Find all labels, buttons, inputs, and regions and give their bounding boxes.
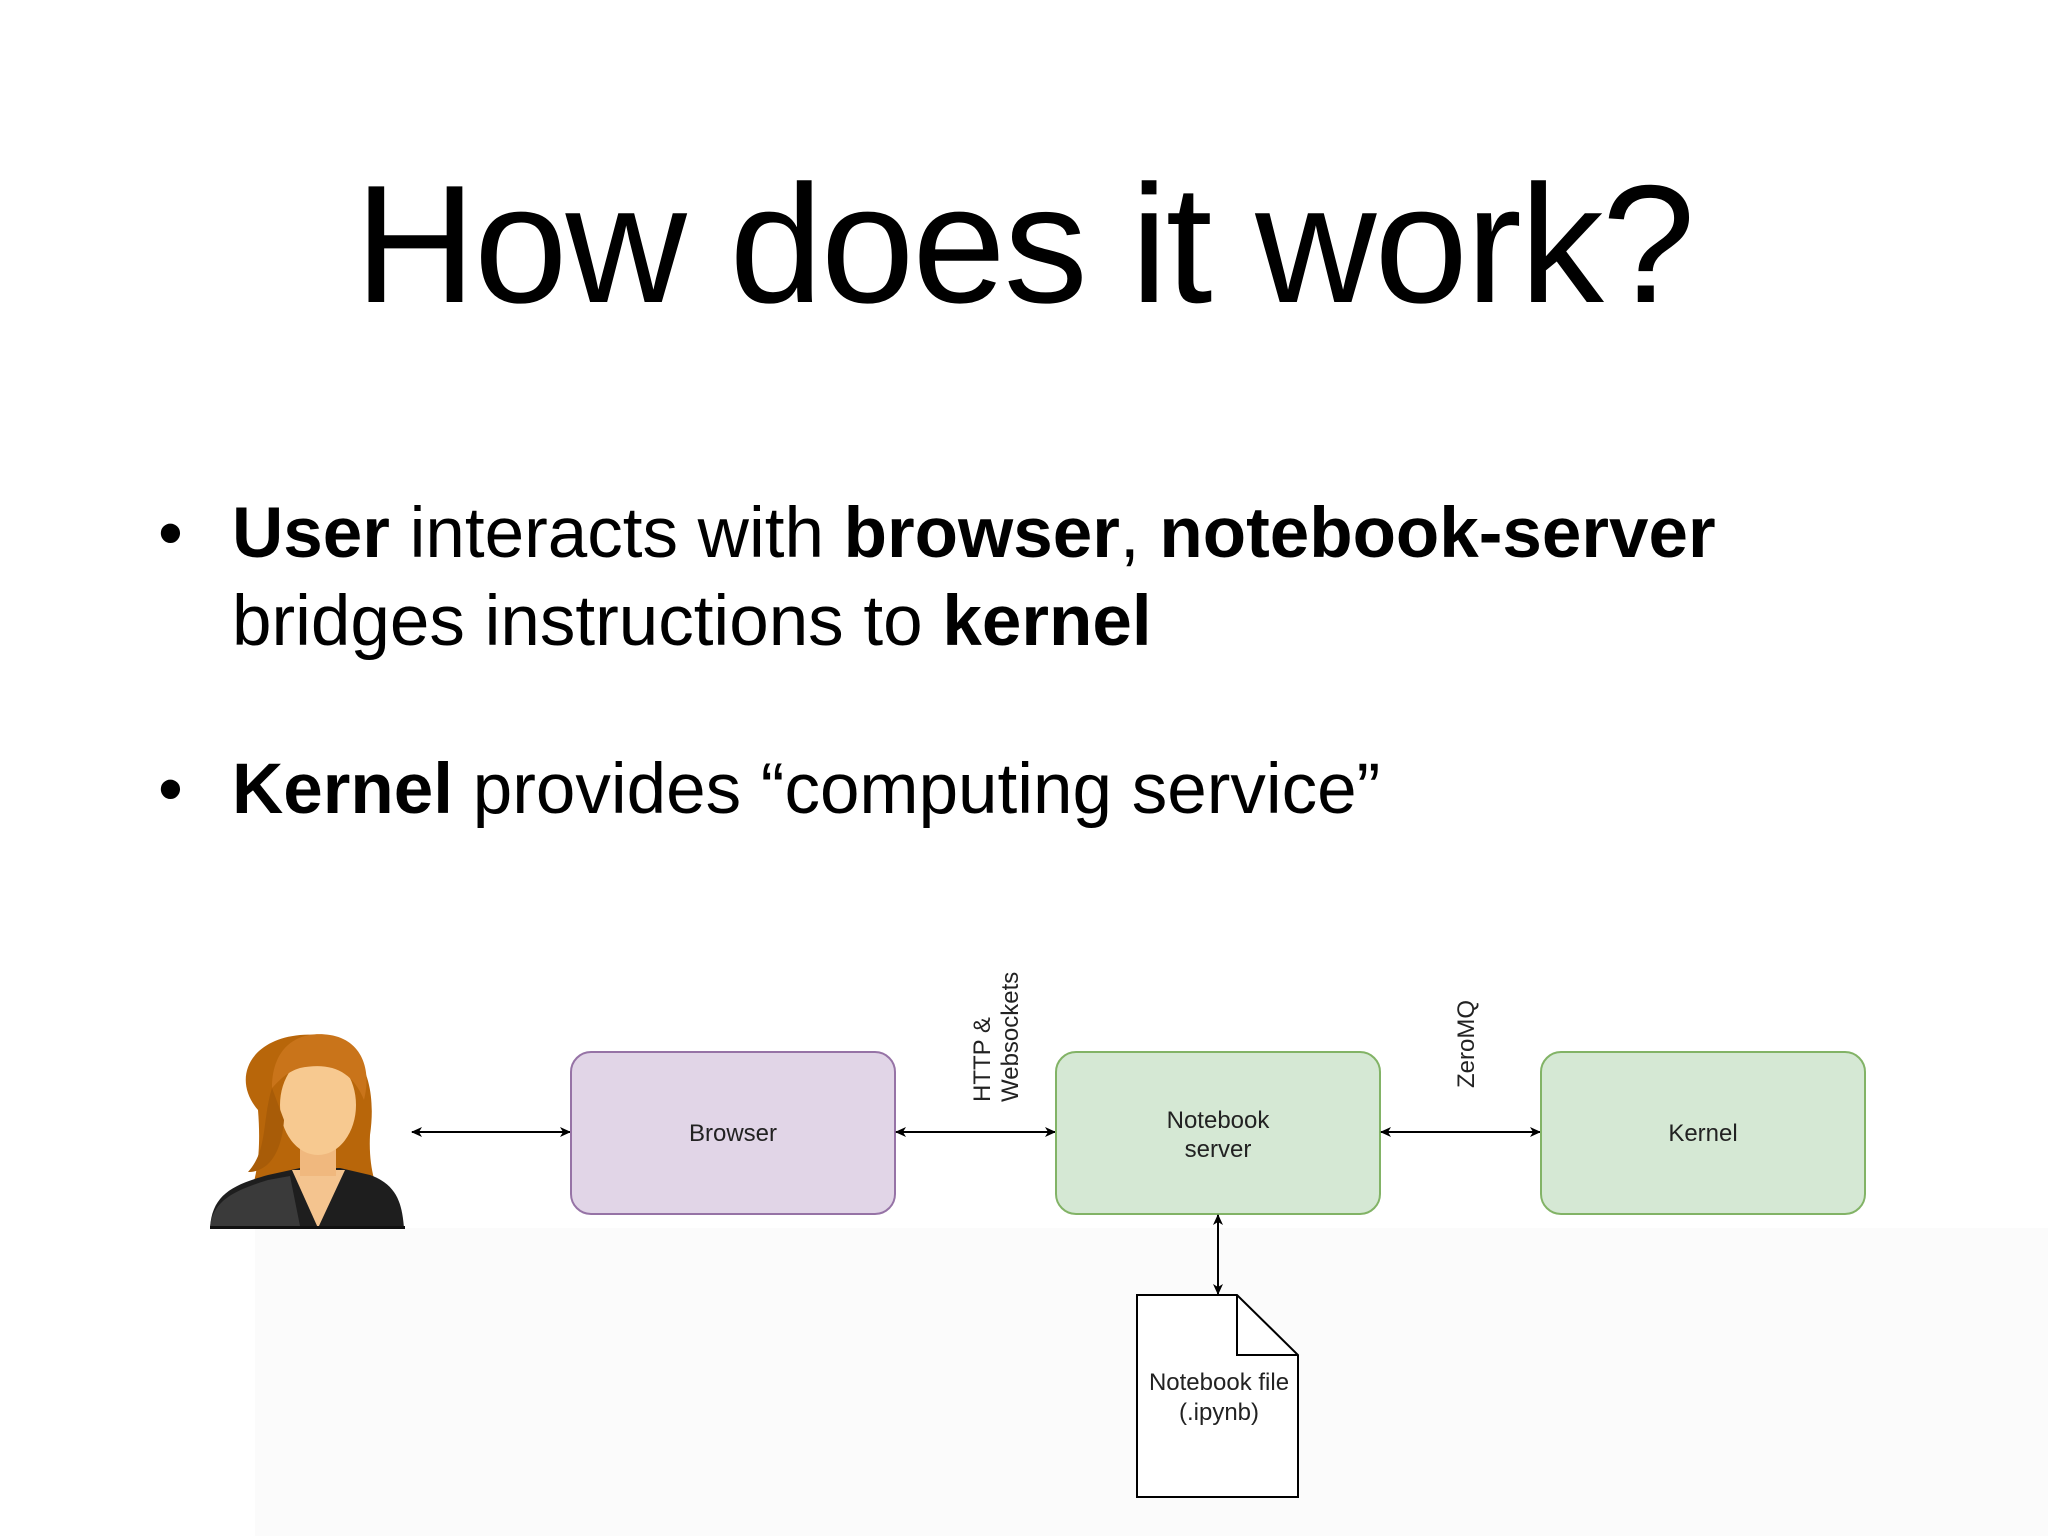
bullet-1-part-3: , (1119, 494, 1160, 573)
bullet-1-part-0: User (232, 494, 390, 573)
browser-label: Browser (689, 1120, 777, 1147)
bullet-item-1: • User interacts with browser, notebook-… (158, 490, 1958, 666)
notebook-server-label-2: server (1185, 1136, 1252, 1163)
slide-title: How does it work? (354, 150, 1696, 338)
browser-node: Browser (570, 1051, 896, 1215)
edge-label-zeromq-text: ZeroMQ (1453, 1000, 1480, 1088)
document-fold (1236, 1295, 1298, 1356)
edge-label-http-line1: HTTP & (969, 1017, 996, 1102)
bullet-1-part-4: notebook-server (1159, 494, 1716, 573)
bullet-2-text: Kernel provides “computing service” (232, 750, 1380, 829)
bullet-1-part-1: interacts with (389, 494, 844, 573)
document-icon (1136, 1294, 1299, 1498)
kernel-box (1540, 1051, 1866, 1215)
bullet-dot: • (158, 494, 183, 573)
bullet-item-2: • Kernel provides “computing service” (158, 746, 1958, 834)
edge-label-http: HTTP & Websockets (969, 972, 1024, 1102)
kernel-label: Kernel (1668, 1120, 1737, 1147)
bullet-2-part-0: Kernel (232, 750, 453, 829)
bullet-list: • User interacts with browser, notebook-… (158, 490, 1958, 834)
notebook-file-label-2: (.ipynb) (1179, 1399, 1259, 1426)
bullet-2-part-1: provides “computing service” (452, 750, 1381, 829)
edge-label-zeromq: ZeroMQ (1453, 1000, 1480, 1088)
bullet-1-part-2: browser (843, 494, 1120, 573)
bullet-dot: • (158, 750, 183, 829)
notebook-file-label-1: Notebook file (1149, 1369, 1289, 1396)
notebook-server-node: Notebook server (1055, 1051, 1381, 1215)
user-woman-icon (210, 1034, 405, 1229)
bullet-1-text: User interacts with browser, notebook-se… (232, 494, 1716, 661)
notebook-file-node: Notebook file (.ipynb) (1136, 1294, 1299, 1498)
bullet-1-part-5: bridges instructions to (232, 582, 943, 661)
bullet-1-part-6: kernel (942, 582, 1152, 661)
notebook-server-label-1: Notebook (1167, 1107, 1271, 1134)
kernel-node: Kernel (1540, 1051, 1866, 1215)
edge-label-http-line2: Websockets (997, 972, 1024, 1102)
